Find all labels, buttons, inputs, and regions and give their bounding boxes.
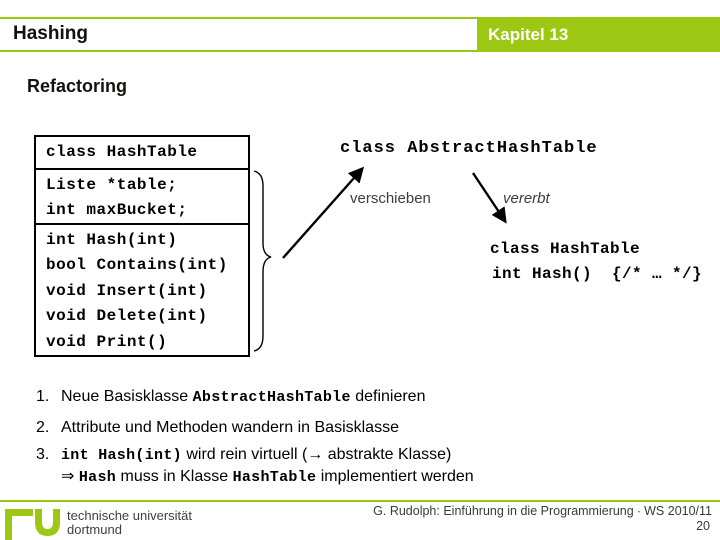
uml-class-box: class HashTable Liste *table; int maxBuc… — [34, 135, 250, 357]
page-title: Refactoring — [27, 76, 128, 96]
uml-attribute: int maxBucket; — [46, 201, 188, 219]
step-text: Neue Basisklasse AbstractHashTable defin… — [61, 388, 425, 406]
page-number: 20 — [696, 519, 710, 533]
step-part: muss in Klasse — [116, 468, 233, 485]
uml-attribute: Liste *table; — [46, 176, 178, 194]
uml-attributes-section: Liste *table; int maxBucket; — [36, 170, 248, 225]
step-number: 2. — [36, 419, 50, 436]
step-part-code: Hash — [78, 469, 117, 486]
inherit-arrow-label: vererbt — [503, 190, 550, 207]
curly-brace — [253, 170, 272, 352]
step-part: Attribute und Methoden wandern in Basisk… — [61, 419, 399, 436]
uml-method: bool Contains(int) — [46, 256, 228, 275]
tu-dortmund-logo — [5, 509, 60, 540]
step-number: 3. — [36, 446, 50, 463]
step-part: ⇒ — [61, 468, 79, 485]
uml-method: void Print() — [46, 332, 168, 351]
uml-methods-section: int Hash(int) bool Contains(int) void In… — [36, 225, 248, 355]
step-part: implementiert werden — [316, 468, 474, 485]
uml-method: void Insert(int) — [46, 281, 208, 300]
header-top-rule — [0, 17, 720, 19]
uml-method: int Hash(int) — [46, 231, 178, 249]
footer-rule — [0, 500, 720, 502]
step-text: ⇒ Hash muss in Klasse HashTable implemen… — [61, 466, 474, 486]
step-part: wird rein virtuell (→ abstrakte Klasse) — [181, 446, 452, 463]
abstract-class-label: class AbstractHashTable — [340, 139, 598, 158]
uml-method: void Delete(int) — [46, 307, 208, 326]
header-title: Hashing — [13, 23, 88, 44]
step-text: Attribute und Methoden wandern in Basisk… — [61, 419, 399, 437]
move-arrow — [282, 166, 365, 259]
step-part-code: HashTable — [232, 469, 317, 486]
university-name-line1: technische universität — [67, 508, 193, 523]
derived-class-method: int Hash() {/* … */} — [492, 265, 703, 283]
derived-class-label: class HashTable — [490, 240, 641, 258]
step-part: definieren — [350, 388, 426, 405]
chapter-banner: Kapitel 13 — [477, 17, 720, 52]
move-arrow-label: verschieben — [350, 190, 431, 207]
university-name-line2: dortmund — [67, 522, 122, 537]
step-part-code: int Hash(int) — [61, 447, 182, 464]
uml-class-name: class HashTable — [36, 137, 248, 170]
footer-credit: G. Rudolph: Einführung in die Programmie… — [373, 504, 712, 518]
chapter-label: Kapitel 13 — [488, 25, 569, 44]
header-bottom-rule — [0, 50, 720, 52]
step-number: 1. — [36, 388, 50, 405]
inherit-arrow — [472, 172, 507, 224]
step-part-code: AbstractHashTable — [192, 389, 351, 406]
step-part: Neue Basisklasse — [61, 388, 193, 405]
step-text: int Hash(int) wird rein virtuell (→ abst… — [61, 446, 451, 464]
